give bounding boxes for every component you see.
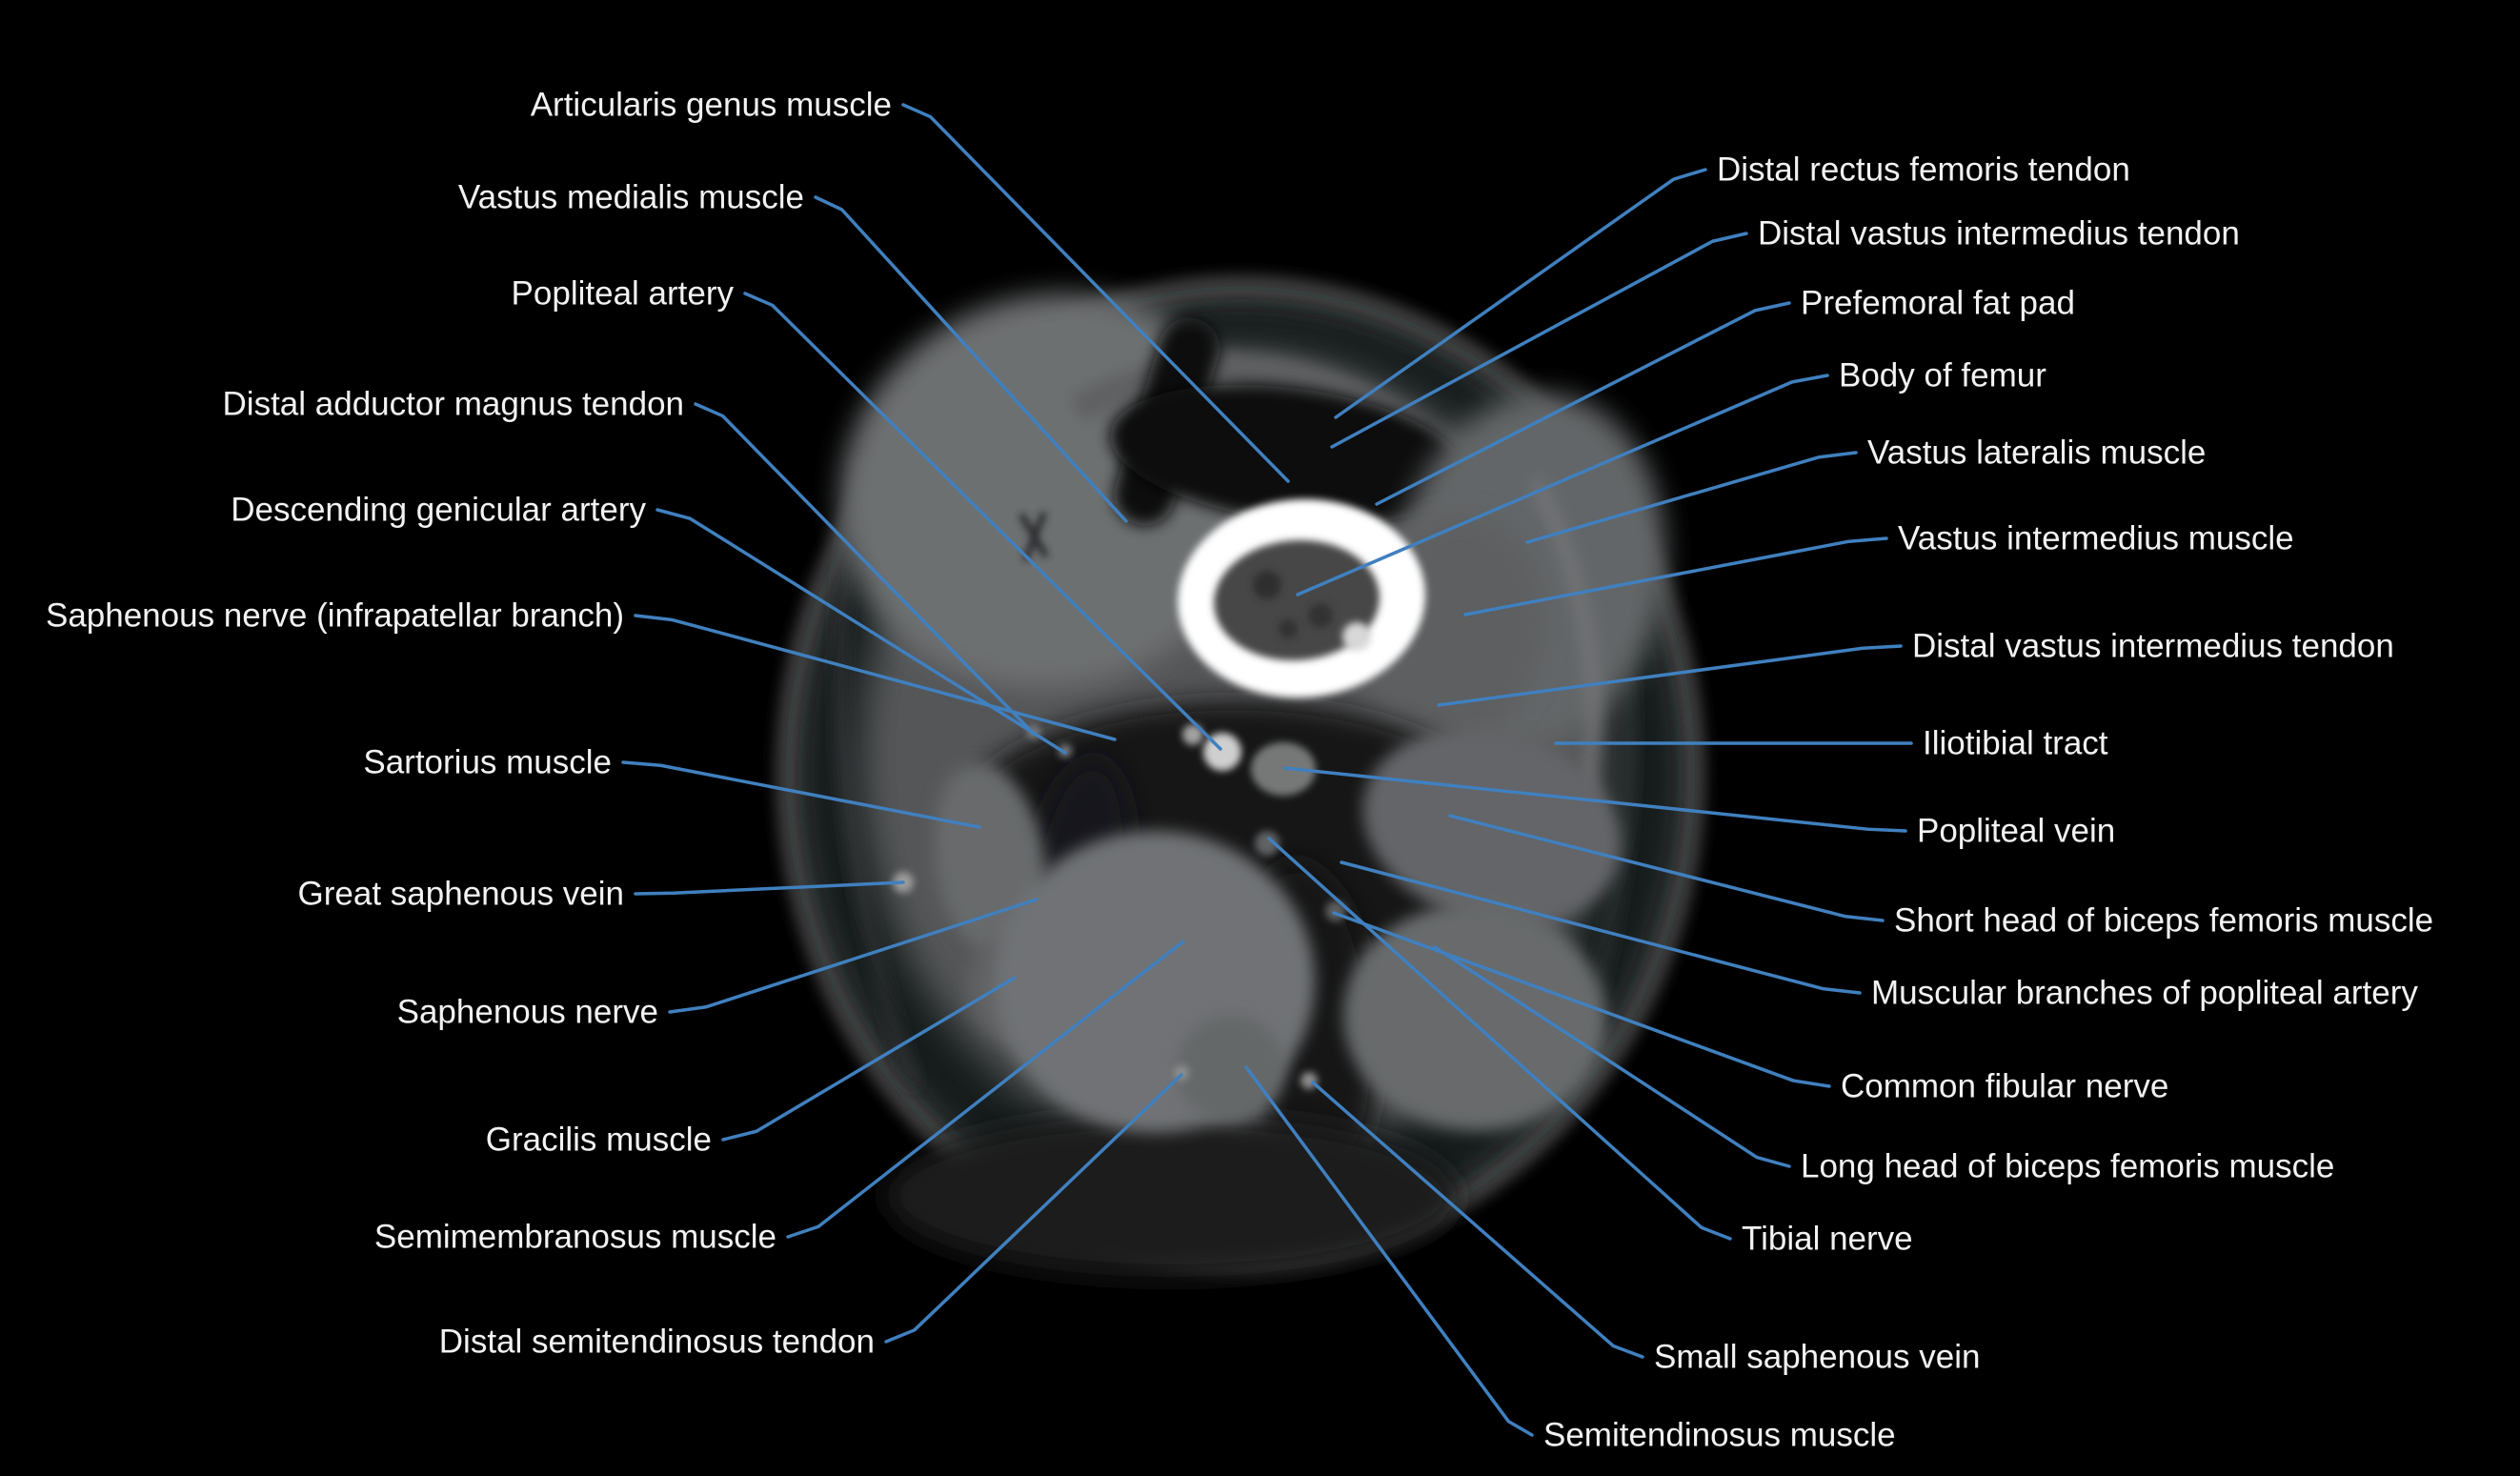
- leader-line: [1334, 168, 1707, 419]
- leader-line: [634, 880, 905, 896]
- anatomy-label: Popliteal artery: [512, 275, 735, 313]
- leader-line: [786, 940, 1185, 1239]
- leader-line: [1267, 837, 1732, 1241]
- leader-line: [1282, 766, 1907, 833]
- leader-line: [1525, 451, 1858, 544]
- leader-line: [1433, 945, 1791, 1168]
- marrow-mottle-1: [1253, 571, 1281, 599]
- anatomy-label: Muscular branches of popliteal artery: [1871, 975, 2418, 1012]
- marrow-bright-spot: [1342, 622, 1371, 651]
- popliteal-artery-branch-dot: [1182, 724, 1203, 745]
- leader-line: [1296, 374, 1829, 596]
- leader-line: [1330, 232, 1748, 449]
- biceps-long-head-region: [1343, 903, 1606, 1132]
- anatomy-label: Short head of biceps femoris muscle: [1894, 902, 2433, 940]
- anatomy-label: Great saphenous vein: [298, 876, 624, 913]
- anatomy-label: Vastus lateralis muscle: [1867, 435, 2206, 472]
- leader-line: [621, 760, 981, 829]
- posterior-fascia: [886, 1115, 1458, 1277]
- anatomy-label: Semimembranosus muscle: [374, 1219, 776, 1256]
- anatomy-label: Popliteal vein: [1917, 813, 2115, 850]
- marrow-mottle-2: [1308, 603, 1333, 628]
- anatomy-label: Distal vastus intermedius tendon: [1912, 628, 2394, 665]
- leader-line: [1463, 536, 1888, 617]
- anatomy-label: Descending genicular artery: [231, 492, 646, 529]
- prefemoral-fat-region: [1110, 384, 1466, 525]
- leader-line: [1340, 860, 1862, 995]
- tibial-nerve-dot: [1255, 831, 1280, 856]
- leader-line: [1244, 1065, 1534, 1437]
- anatomy-label: Distal semitendinosus tendon: [439, 1324, 875, 1361]
- leader-line: [884, 1073, 1183, 1344]
- anatomy-label: Tibial nerve: [1742, 1221, 1913, 1258]
- leader-line: [743, 292, 1222, 751]
- anatomy-label: Sartorius muscle: [363, 744, 612, 781]
- anatomy-label: Vastus medialis muscle: [458, 179, 804, 216]
- leader-line: [721, 976, 1017, 1142]
- vm-vessel-mark: [1018, 511, 1050, 562]
- femur-marrow: [1214, 539, 1380, 661]
- anatomy-label: Saphenous nerve: [397, 994, 658, 1031]
- leader-line: [814, 195, 1128, 523]
- leader-line: [694, 402, 1036, 736]
- anatomy-label: Long head of biceps femoris muscle: [1801, 1148, 2334, 1185]
- marrow-mottle-3: [1279, 619, 1298, 638]
- leader-line: [668, 898, 1038, 1014]
- leader-line: [1448, 814, 1885, 922]
- anatomy-label: Distal adductor magnus tendon: [223, 386, 684, 423]
- anatomy-label: Iliotibial tract: [1923, 725, 2108, 762]
- leader-lines-layer: [621, 103, 1913, 1437]
- leader-line: [1375, 301, 1791, 506]
- anatomy-label: Prefemoral fat pad: [1801, 285, 2075, 322]
- leader-line: [1437, 644, 1903, 707]
- leader-line: [1311, 1081, 1644, 1359]
- anatomy-label: Vastus intermedius muscle: [1898, 520, 2294, 557]
- anatomy-label: Common fibular nerve: [1841, 1068, 2168, 1105]
- anatomy-label: Distal vastus intermedius tendon: [1758, 215, 2240, 253]
- anatomy-label: Gracilis muscle: [486, 1122, 712, 1159]
- anatomy-label: Distal rectus femoris tendon: [1717, 152, 2130, 189]
- leader-line: [655, 508, 1067, 755]
- leader-line: [634, 614, 1117, 741]
- anatomy-label: Articularis genus muscle: [531, 87, 892, 124]
- semitendinosus-region: [1177, 1015, 1285, 1123]
- ct-scan-image: [776, 276, 1704, 1277]
- leader-line: [901, 103, 1290, 483]
- anatomy-label: Saphenous nerve (infrapatellar branch): [46, 597, 624, 635]
- leader-line: [1332, 911, 1831, 1088]
- anatomy-label: Small saphenous vein: [1654, 1339, 1980, 1376]
- anatomy-label: Body of femur: [1839, 357, 2046, 394]
- anatomy-label: Semitendinosus muscle: [1543, 1417, 1896, 1454]
